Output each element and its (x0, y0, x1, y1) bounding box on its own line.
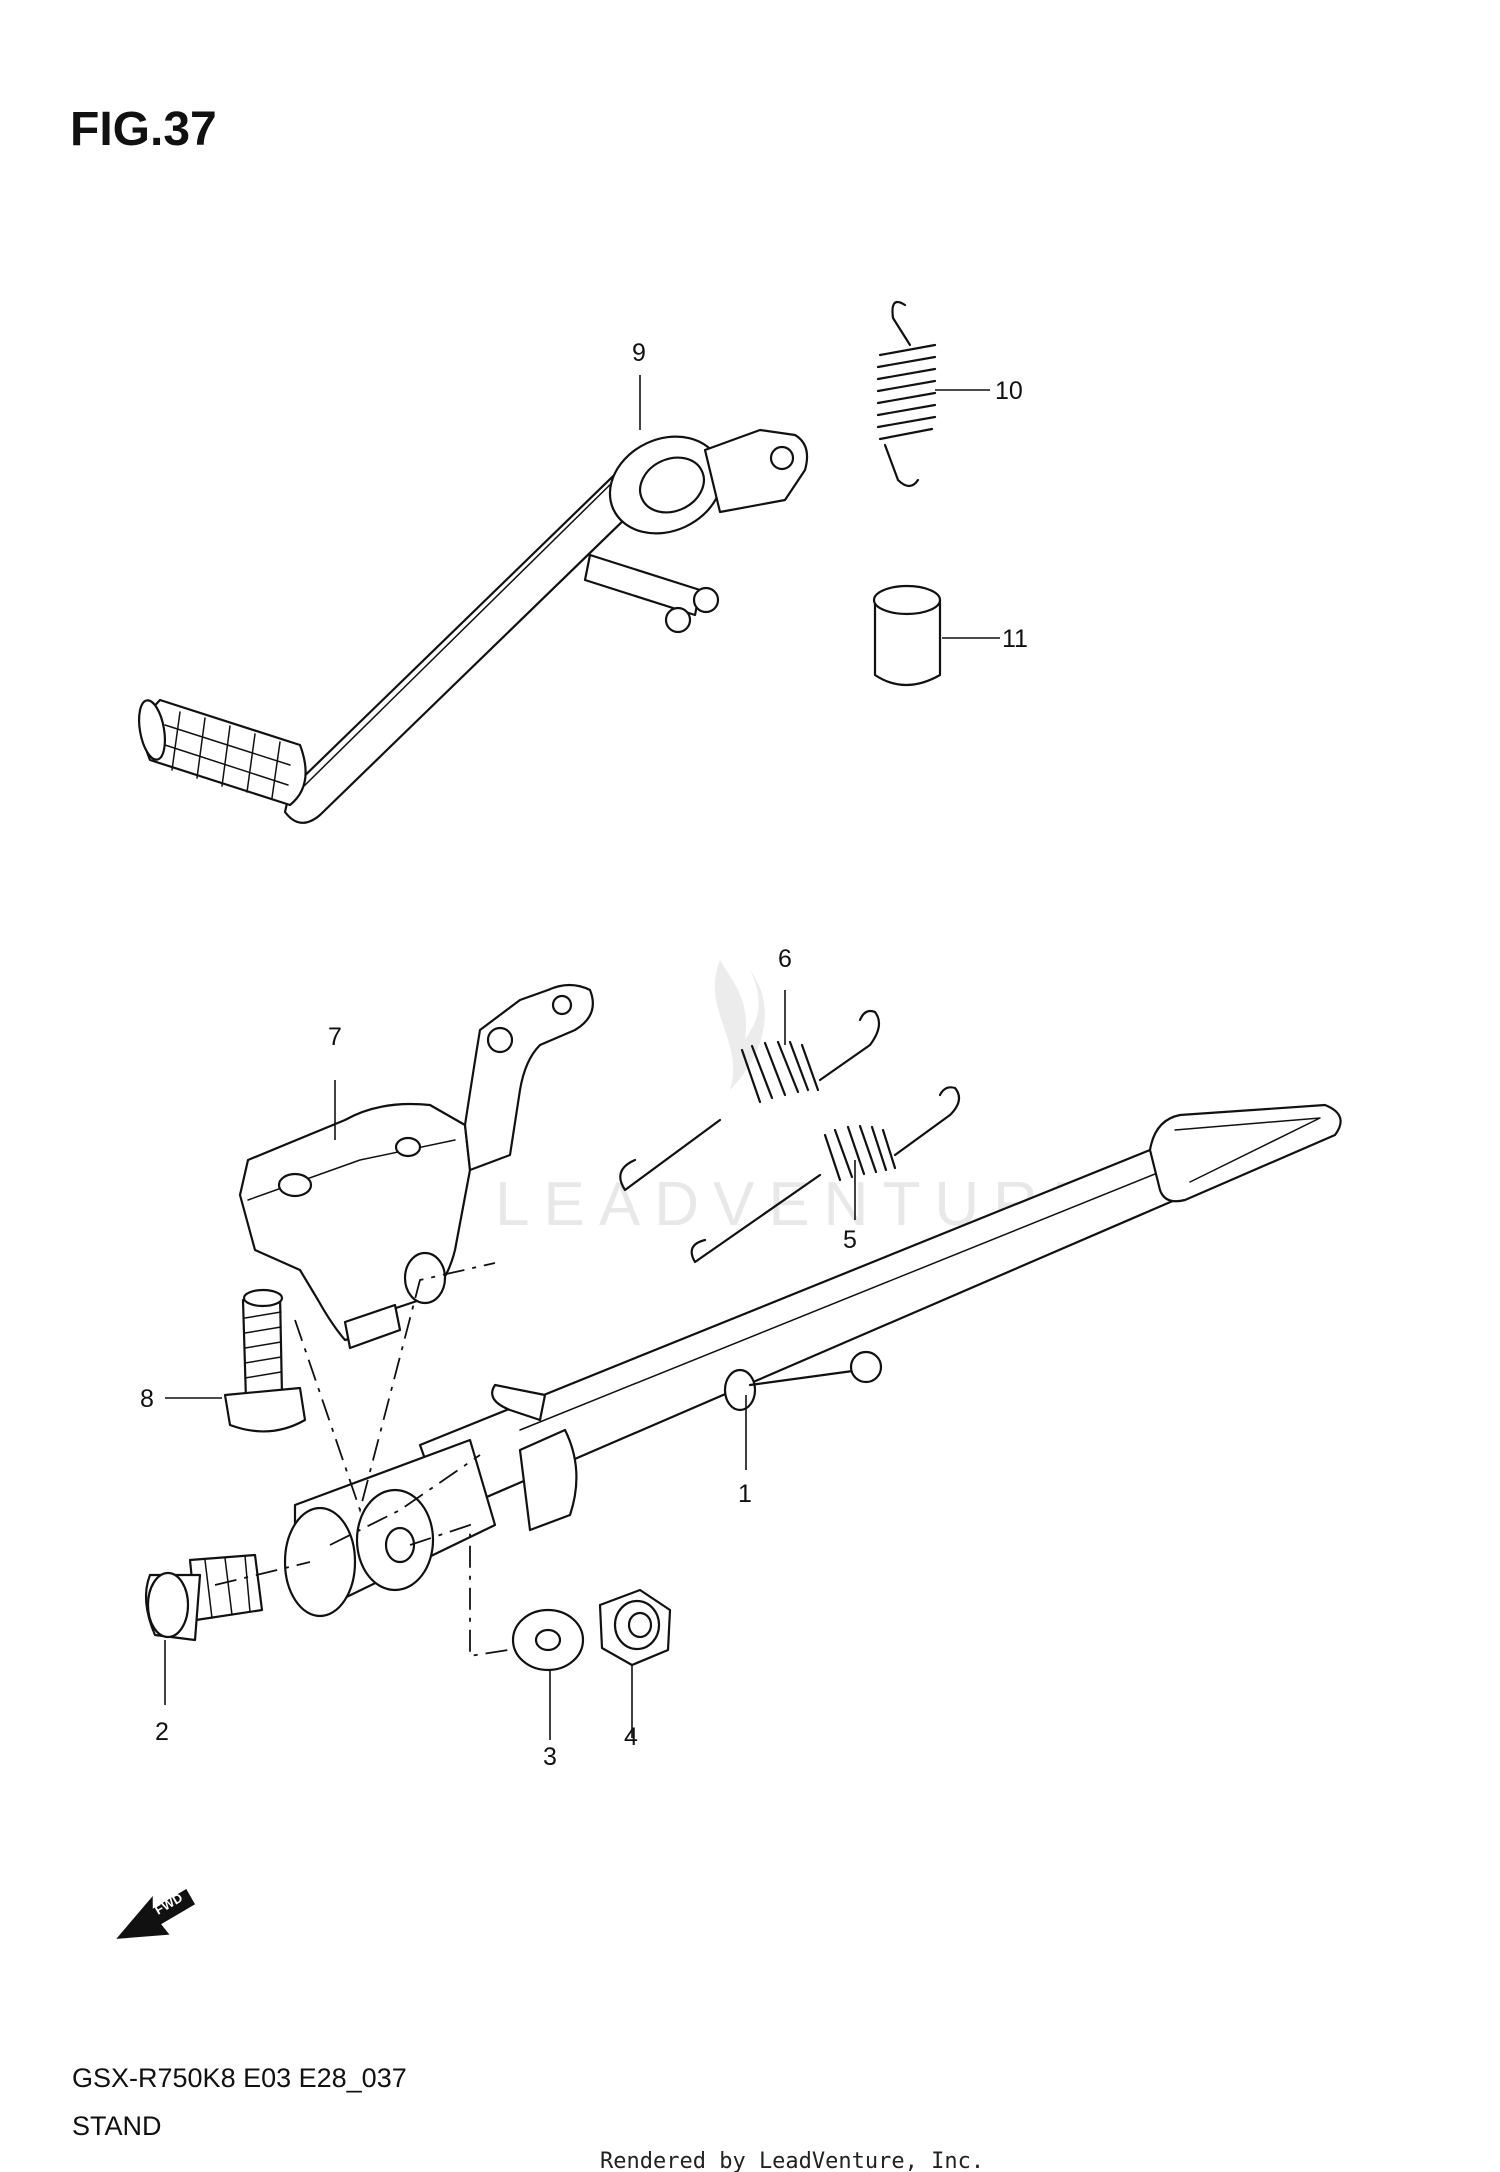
part-11-collar (872, 584, 942, 686)
callout-7: 7 (328, 1023, 342, 1051)
part-8-bolt (223, 1288, 307, 1433)
part-10-spring (876, 300, 937, 488)
callouts: 1 2 3 4 5 6 7 8 9 10 11 (140, 339, 1028, 1771)
callout-6: 6 (778, 945, 792, 973)
fwd-arrow-icon: FWD (116, 1888, 196, 1939)
model-code: GSX-R750K8 E03 E28_037 (72, 2063, 407, 2093)
callout-10: 10 (995, 377, 1023, 405)
part-9-shift-lever (137, 428, 809, 824)
part-6-spring (619, 1009, 881, 1192)
section-name: STAND (72, 2111, 162, 2141)
callout-2: 2 (155, 1718, 169, 1746)
callout-1: 1 (738, 1480, 752, 1508)
part-2-pivot-bolt (144, 1553, 264, 1642)
callout-8: 8 (140, 1385, 154, 1413)
callout-3: 3 (543, 1743, 557, 1771)
part-3-washer (511, 1608, 585, 1672)
part-7-bracket (238, 983, 594, 1350)
part-4-nut (598, 1588, 672, 1667)
watermark-flame-icon (714, 960, 765, 1090)
callout-11: 11 (1002, 625, 1028, 653)
assembly-lines (214, 1262, 509, 1658)
leader-lines (164, 375, 1000, 1740)
callout-9: 9 (632, 339, 646, 367)
figure-title: FIG.37 (70, 103, 217, 156)
callout-5: 5 (843, 1226, 857, 1254)
rendered-by-credit: Rendered by LeadVenture, Inc. (600, 2149, 984, 2172)
part-5-spring (690, 1086, 961, 1264)
callout-4: 4 (624, 1723, 638, 1751)
part-1-side-stand (283, 1103, 1342, 1618)
